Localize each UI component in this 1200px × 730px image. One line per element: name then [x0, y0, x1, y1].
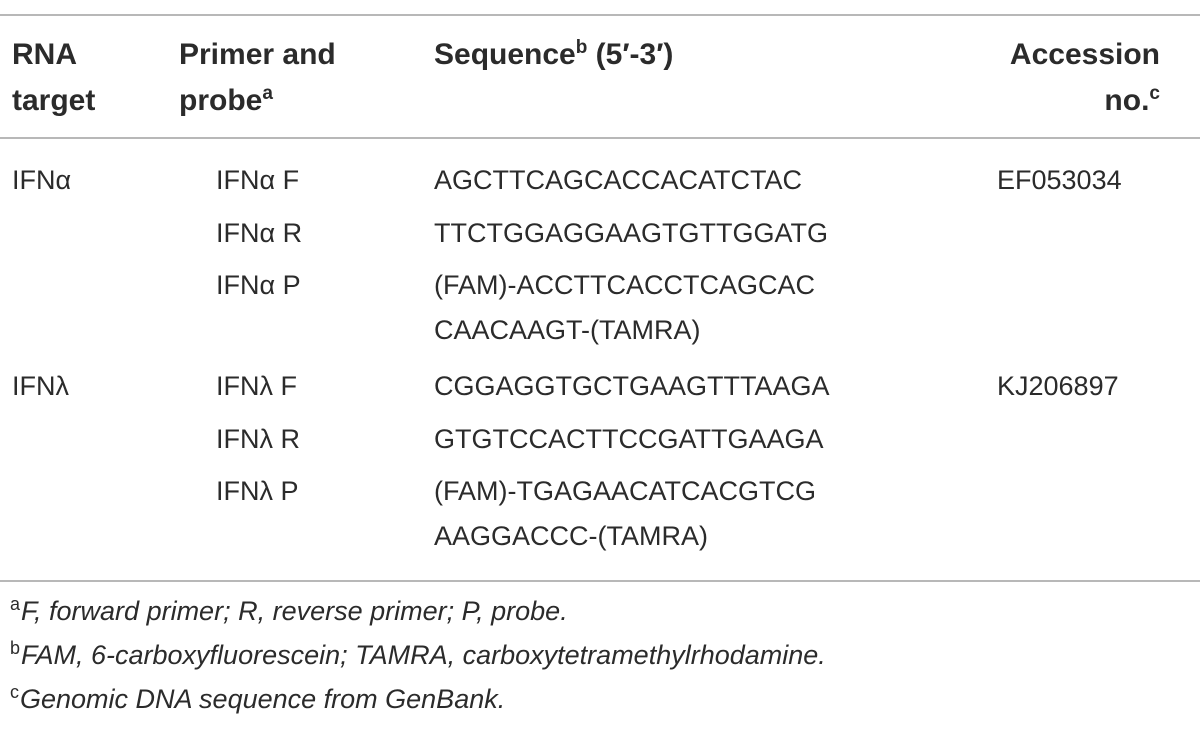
- footnote-a-mark: a: [10, 594, 21, 614]
- header-rna-target: RNA target: [12, 32, 95, 124]
- cell-primer: IFNα R: [216, 218, 303, 248]
- cell-sequence: (FAM)-TGAGAACATCACGTCG: [434, 476, 816, 506]
- cell-sequence: GTGTCCACTTCCGATTGAAGA: [434, 424, 824, 454]
- cell-primer: IFNλ P: [216, 476, 299, 506]
- footnote-c-text: Genomic DNA sequence from GenBank.: [20, 684, 506, 714]
- cell-sequence: AGCTTCAGCACCACATCTAC: [434, 165, 803, 195]
- header-rna-target-line2: target: [12, 84, 96, 117]
- header-accession-text: no.: [1104, 84, 1150, 117]
- footnote-c: cGenomic DNA sequence from GenBank.: [10, 677, 505, 721]
- header-primer-probe-text: probe: [179, 84, 263, 117]
- footnote-marker-b: b: [575, 37, 588, 58]
- header-sequence-text: Sequence: [434, 38, 576, 71]
- footnote-a: aF, forward primer; R, reverse primer; P…: [10, 589, 568, 633]
- footnote-c-mark: c: [10, 682, 19, 702]
- cell-sequence: AAGGACCC-(TAMRA): [434, 521, 708, 551]
- cell-primer: IFNα F: [216, 165, 300, 195]
- cell-sequence: CGGAGGTGCTGAAGTTTAAGA: [434, 371, 830, 401]
- header-sequence-suffix: (5′-3′): [587, 38, 674, 71]
- cell-primer: IFNλ F: [216, 371, 297, 401]
- cell-target: IFNα: [12, 165, 72, 195]
- cell-sequence: CAACAAGT-(TAMRA): [434, 315, 701, 345]
- cell-primer: IFNα P: [216, 270, 301, 300]
- header-accession: Accession no.c: [1010, 32, 1160, 124]
- cell-accession: EF053034: [997, 165, 1122, 195]
- footnote-b-text: FAM, 6-carboxyfluorescein; TAMRA, carbox…: [21, 640, 826, 670]
- header-primer-probe-line2: probea: [179, 78, 336, 124]
- cell-sequence: TTCTGGAGGAAGTGTTGGATG: [434, 218, 828, 248]
- footnote-a-text: F, forward primer; R, reverse primer; P,…: [21, 596, 568, 626]
- table-header-rule: [0, 137, 1200, 139]
- table-top-rule: [0, 14, 1200, 16]
- cell-accession: KJ206897: [997, 371, 1119, 401]
- header-primer-probe-line1: Primer and: [179, 38, 336, 71]
- footnote-marker-c: c: [1149, 83, 1160, 104]
- footnote-marker-a: a: [262, 83, 273, 104]
- footnote-b-mark: b: [10, 638, 21, 658]
- cell-sequence: (FAM)-ACCTTCACCTCAGCAC: [434, 270, 815, 300]
- header-primer-probe: Primer and probea: [179, 32, 336, 124]
- header-accession-line1: Accession: [1009, 38, 1160, 71]
- cell-target: IFNλ: [12, 371, 69, 401]
- header-rna-target-line1: RNA: [12, 38, 77, 71]
- table-bottom-rule: [0, 580, 1200, 582]
- footnote-b: bFAM, 6-carboxyfluorescein; TAMRA, carbo…: [10, 633, 826, 677]
- header-sequence: Sequenceb (5′-3′): [434, 32, 673, 78]
- cell-primer: IFNλ R: [216, 424, 300, 454]
